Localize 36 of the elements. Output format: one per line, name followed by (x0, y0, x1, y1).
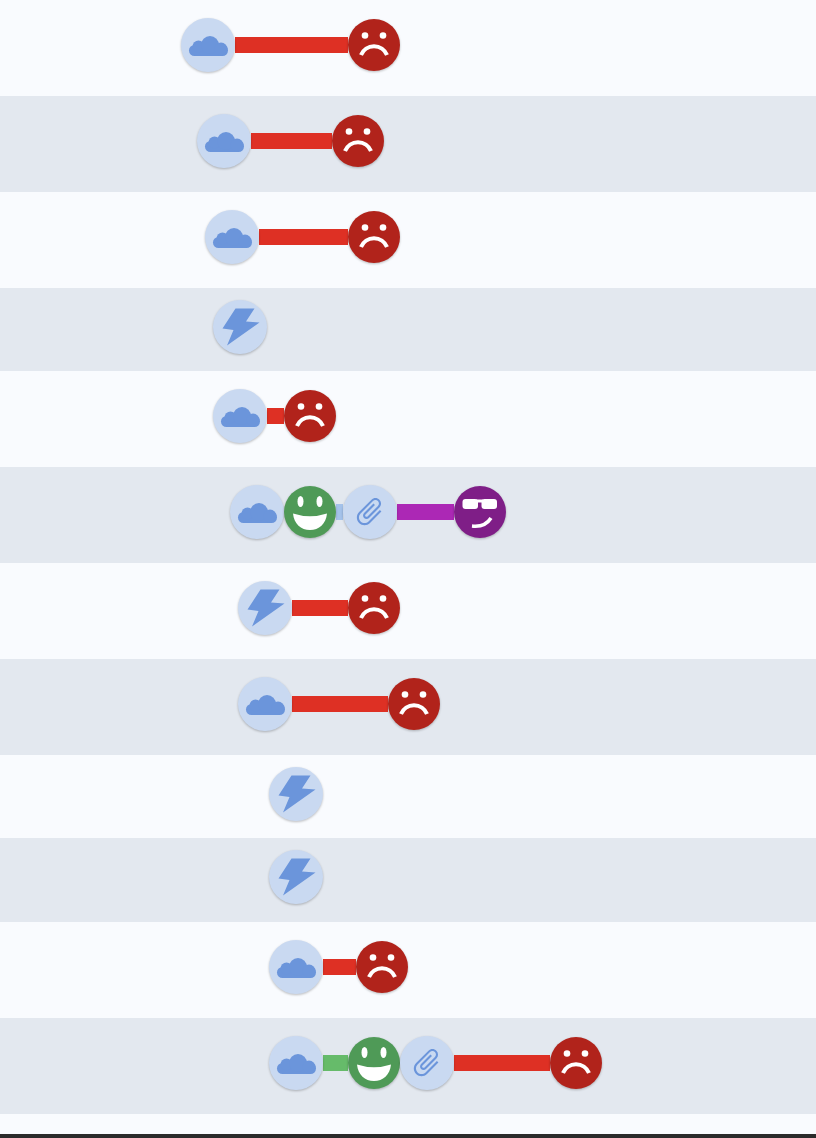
lightning-bolt-icon (238, 581, 292, 635)
paperclip-icon (343, 485, 397, 539)
sad-face-icon (348, 19, 400, 71)
connector-bar (267, 408, 284, 424)
connector-bar (292, 600, 348, 616)
cloud-icon (197, 114, 251, 168)
sad-face-icon (332, 115, 384, 167)
connector-bar (454, 1055, 550, 1071)
sad-face-icon (388, 678, 440, 730)
lightning-bolt-icon (213, 300, 267, 354)
paperclip-icon (400, 1036, 454, 1090)
connector-bar (397, 504, 454, 520)
lightning-bolt-icon (269, 767, 323, 821)
cloud-icon (181, 18, 235, 72)
cloud-icon (205, 210, 259, 264)
connector-bar (323, 959, 356, 975)
cloud-icon (269, 940, 323, 994)
connector-bar (251, 133, 332, 149)
smiling-face-icon (348, 1037, 400, 1089)
smiling-face-icon (284, 486, 336, 538)
connector-bar (292, 696, 388, 712)
cloud-icon (230, 485, 284, 539)
cloud-icon (213, 389, 267, 443)
connector-bar (259, 229, 348, 245)
cloud-icon (238, 677, 292, 731)
sad-face-icon (550, 1037, 602, 1089)
sad-face-icon (348, 211, 400, 263)
connector-bar (336, 504, 343, 520)
sad-face-icon (284, 390, 336, 442)
lightning-bolt-icon (269, 850, 323, 904)
sad-face-icon (348, 582, 400, 634)
connector-bar (323, 1055, 348, 1071)
connector-bar (235, 37, 348, 53)
sad-face-icon (356, 941, 408, 993)
sunglasses-face-icon (454, 486, 506, 538)
cloud-icon (269, 1036, 323, 1090)
